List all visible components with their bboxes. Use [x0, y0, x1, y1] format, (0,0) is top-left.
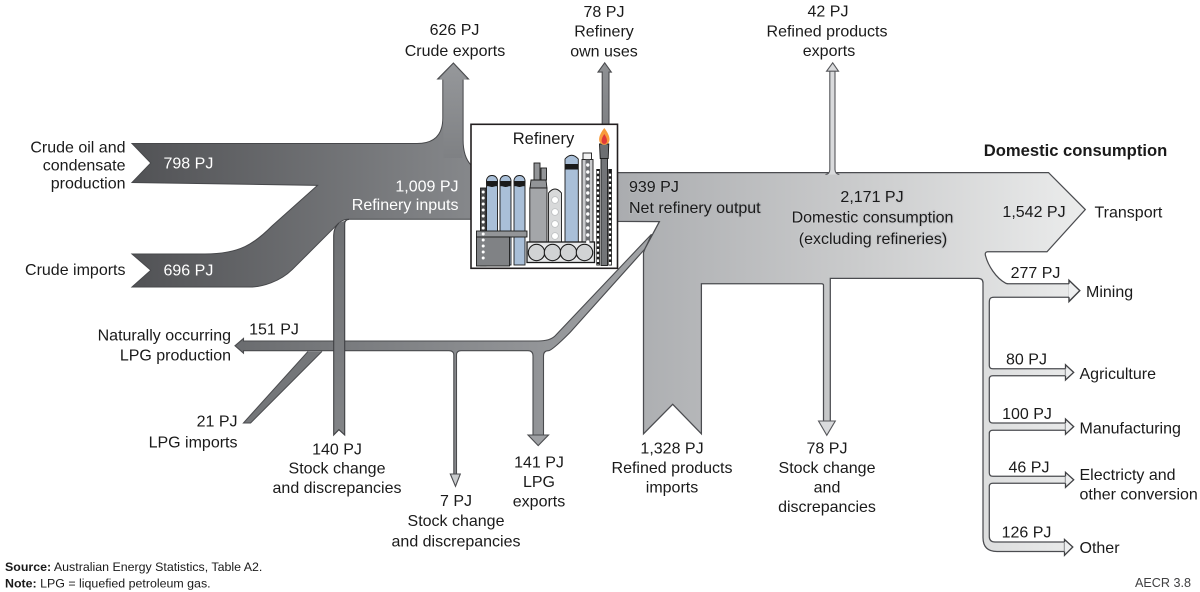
svg-text:Domestic consumption: Domestic consumption [984, 141, 1167, 160]
svg-text:Crude exports: Crude exports [405, 43, 506, 60]
svg-text:126 PJ: 126 PJ [1002, 525, 1052, 542]
svg-text:Electricty and: Electricty and [1080, 467, 1176, 484]
svg-text:Other: Other [1080, 540, 1121, 557]
svg-text:78 PJ: 78 PJ [807, 441, 848, 458]
svg-text:exports: exports [513, 494, 565, 511]
svg-text:discrepancies: discrepancies [778, 499, 876, 516]
svg-text:and discrepancies: and discrepancies [273, 480, 402, 497]
svg-text:Crude imports: Crude imports [25, 262, 125, 279]
svg-text:Naturally occurring: Naturally occurring [98, 328, 231, 345]
svg-text:Manufacturing: Manufacturing [1080, 421, 1181, 438]
svg-text:798 PJ: 798 PJ [164, 155, 214, 172]
svg-text:production: production [51, 176, 126, 193]
svg-text:696 PJ: 696 PJ [164, 263, 214, 280]
svg-text:Refined products: Refined products [612, 460, 733, 477]
svg-text:Domestic consumption: Domestic consumption [792, 210, 954, 227]
svg-text:Stock change: Stock change [779, 460, 876, 477]
svg-text:condensate: condensate [43, 158, 126, 175]
svg-text:939 PJ: 939 PJ [629, 179, 679, 196]
svg-text:46 PJ: 46 PJ [1009, 460, 1050, 477]
svg-text:100 PJ: 100 PJ [1002, 406, 1052, 423]
svg-text:141 PJ: 141 PJ [514, 455, 564, 472]
svg-text:1,328 PJ: 1,328 PJ [640, 441, 703, 458]
svg-text:Note: LPG = liquefied petroleu: Note: LPG = liquefied petroleum gas. [5, 577, 211, 591]
svg-text:42 PJ: 42 PJ [808, 4, 849, 21]
svg-text:Stock change: Stock change [289, 461, 386, 478]
svg-text:own uses: own uses [570, 44, 638, 61]
svg-text:80 PJ: 80 PJ [1006, 352, 1047, 369]
svg-text:LPG production: LPG production [120, 348, 231, 365]
svg-text:and discrepancies: and discrepancies [392, 534, 521, 551]
svg-text:Refined products: Refined products [767, 24, 888, 41]
svg-text:1,542 PJ: 1,542 PJ [1002, 204, 1065, 221]
svg-text:Refinery: Refinery [513, 130, 575, 148]
svg-text:140 PJ: 140 PJ [312, 442, 362, 459]
svg-text:277 PJ: 277 PJ [1011, 265, 1061, 282]
svg-text:Net refinery output: Net refinery output [629, 200, 761, 217]
svg-text:Refinery: Refinery [574, 24, 634, 41]
svg-text:2,171 PJ: 2,171 PJ [840, 189, 903, 206]
svg-text:7 PJ: 7 PJ [440, 493, 472, 510]
svg-text:other conversion: other conversion [1080, 487, 1198, 504]
svg-text:Refinery inputs: Refinery inputs [352, 197, 459, 214]
svg-text:exports: exports [803, 43, 855, 60]
svg-text:Source: Australian Energy Stat: Source: Australian Energy Statistics, Ta… [5, 560, 262, 574]
svg-text:1,009 PJ: 1,009 PJ [395, 179, 458, 196]
svg-text:Crude oil and: Crude oil and [30, 140, 125, 157]
svg-text:LPG: LPG [523, 474, 555, 491]
svg-text:Mining: Mining [1086, 284, 1133, 301]
svg-text:(excluding refineries): (excluding refineries) [799, 231, 948, 248]
svg-text:21 PJ: 21 PJ [197, 414, 238, 431]
svg-text:151 PJ: 151 PJ [249, 322, 299, 339]
svg-text:Transport: Transport [1095, 205, 1163, 222]
svg-text:78 PJ: 78 PJ [584, 4, 625, 21]
svg-text:AECR 3.8: AECR 3.8 [1135, 576, 1191, 590]
svg-text:LPG imports: LPG imports [149, 435, 238, 452]
svg-text:imports: imports [646, 480, 698, 497]
svg-text:626 PJ: 626 PJ [430, 22, 480, 39]
svg-text:Agriculture: Agriculture [1080, 366, 1157, 383]
svg-text:and: and [814, 480, 841, 497]
svg-text:Stock change: Stock change [408, 513, 505, 530]
